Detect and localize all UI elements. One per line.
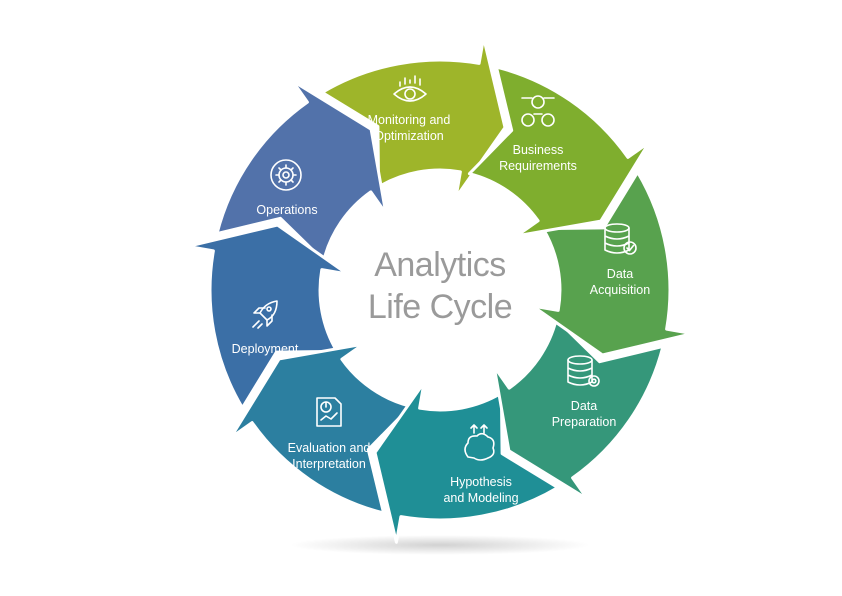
segment-arrow-4: [229, 342, 413, 515]
segment-label-hypothesis-modeling: Hypothesis and Modeling: [443, 475, 519, 505]
people-network-icon: [521, 95, 555, 127]
center-title-line2: Life Cycle: [367, 288, 513, 326]
segment-label-data-acquisition: Data Acquisition: [589, 267, 651, 297]
segment-label-data-preparation: Data Preparation: [551, 399, 617, 429]
brain-arrows-icon: [464, 424, 495, 461]
eye-chart-icon: [393, 75, 427, 102]
gear-cycle-icon: [270, 159, 302, 191]
center-title-line1: Analytics: [374, 246, 506, 284]
segment-label-business-requirements: Business Requirements: [499, 143, 577, 173]
segment-arrow-7: [320, 36, 507, 199]
rocket-icon: [252, 300, 278, 329]
segment-arrow-5: [186, 223, 349, 410]
segment-arrow-6: [215, 79, 388, 263]
database-check-icon: [604, 223, 637, 255]
segment-label-monitoring-optimization: Monitoring and Optimization: [367, 113, 451, 143]
segment-arrow-1: [531, 170, 694, 357]
segment-arrow-2: [492, 317, 665, 501]
center-title: Analytics Life Cycle: [330, 244, 550, 328]
database-gear-icon: [567, 355, 600, 387]
segment-arrow-0: [467, 65, 651, 238]
ground-shadow: [290, 535, 590, 555]
segment-label-operations: Operations: [256, 203, 318, 217]
segment-label-deployment: Deployment: [231, 342, 299, 356]
segment-label-evaluation-interpretation: Evaluation and Interpretation: [287, 441, 371, 471]
segment-arrow-3: [373, 381, 560, 544]
report-chart-icon: [316, 397, 342, 427]
